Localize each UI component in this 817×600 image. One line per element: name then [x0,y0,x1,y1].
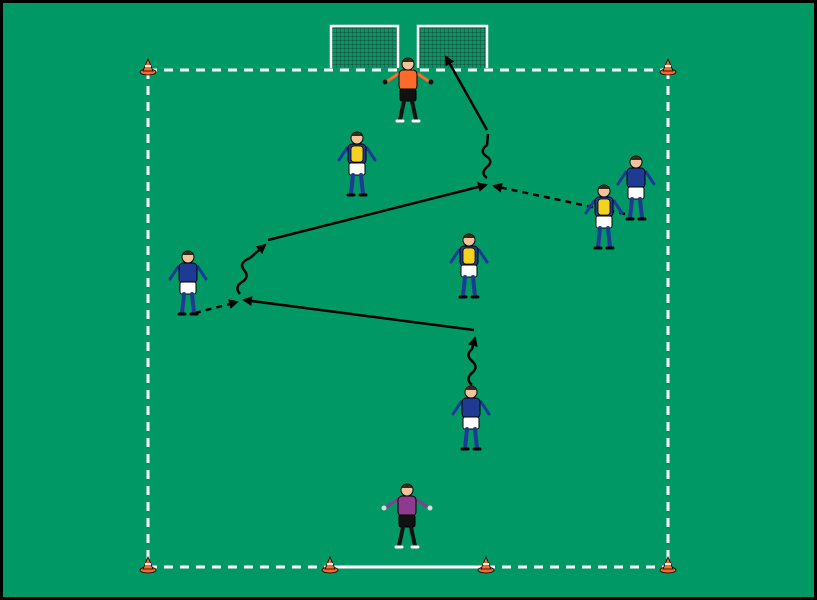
small-goal-right [416,24,489,68]
dribble-line [236,243,267,295]
run-line [194,299,239,315]
small-goal-left [329,24,400,68]
pass-line [242,296,475,332]
pass-line [267,182,488,242]
dribble-line [481,133,492,180]
shot-line [444,55,489,131]
movement-lines [194,55,626,386]
dribble-line [467,336,478,386]
